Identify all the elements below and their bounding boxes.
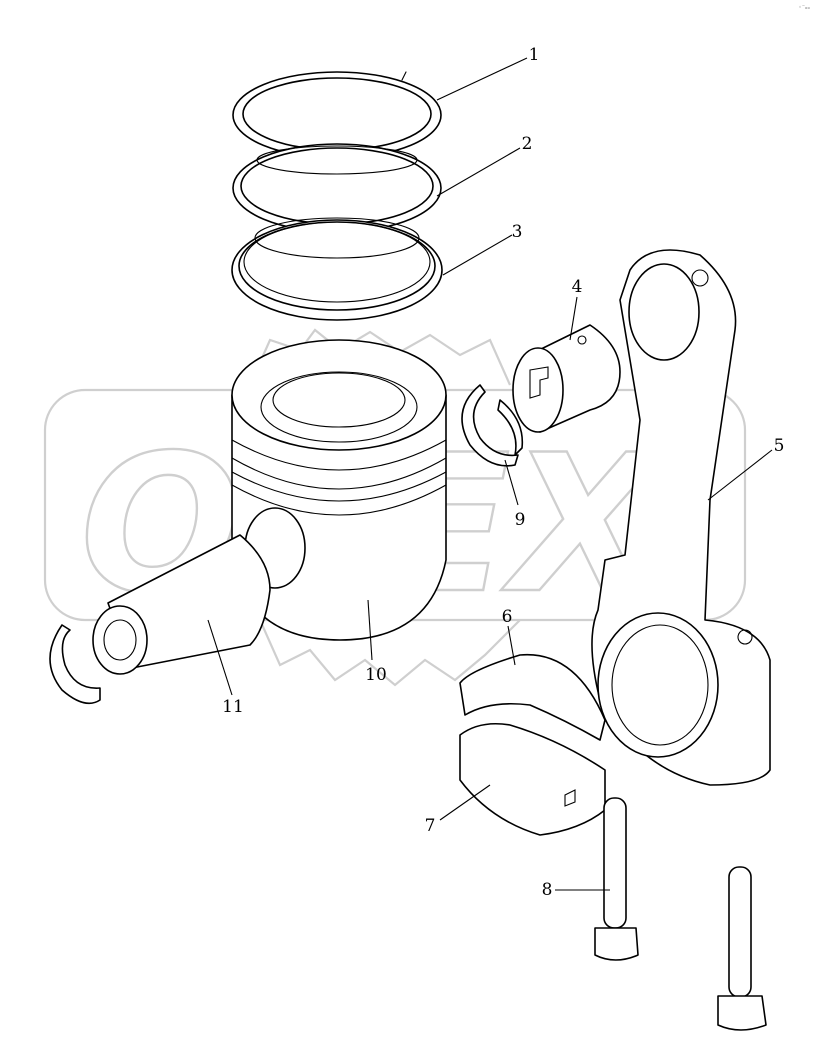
callout-3: 3 xyxy=(512,222,523,242)
bearing-shell-upper xyxy=(459,653,606,741)
callout-11: 11 xyxy=(222,697,244,717)
callouts: 1 2 3 4 5 6 7 8 9 10 11 xyxy=(222,45,784,900)
bolt-front xyxy=(594,797,639,961)
bearing-shell-lower xyxy=(459,722,606,836)
leader-lines xyxy=(207,57,773,891)
bolt-rear xyxy=(717,866,767,1031)
piston-pin xyxy=(92,534,271,675)
callout-7: 7 xyxy=(425,816,436,836)
callout-2: 2 xyxy=(522,134,533,154)
snap-ring xyxy=(461,384,524,467)
callout-9: 9 xyxy=(515,510,526,530)
callout-6: 6 xyxy=(502,607,513,627)
callout-4: 4 xyxy=(572,277,583,297)
piston xyxy=(231,339,447,641)
callout-5: 5 xyxy=(774,436,785,456)
callout-8: 8 xyxy=(542,880,553,900)
snap-ring-left xyxy=(49,624,101,705)
small-end-bushing xyxy=(512,324,621,433)
callout-10: 10 xyxy=(365,665,387,685)
corner-mark: ◦⁻ₒₒ xyxy=(798,4,810,11)
oil-control-ring xyxy=(231,217,443,321)
piston-ring-middle xyxy=(232,143,442,233)
connecting-rod xyxy=(591,249,771,786)
callout-1: 1 xyxy=(529,45,540,65)
